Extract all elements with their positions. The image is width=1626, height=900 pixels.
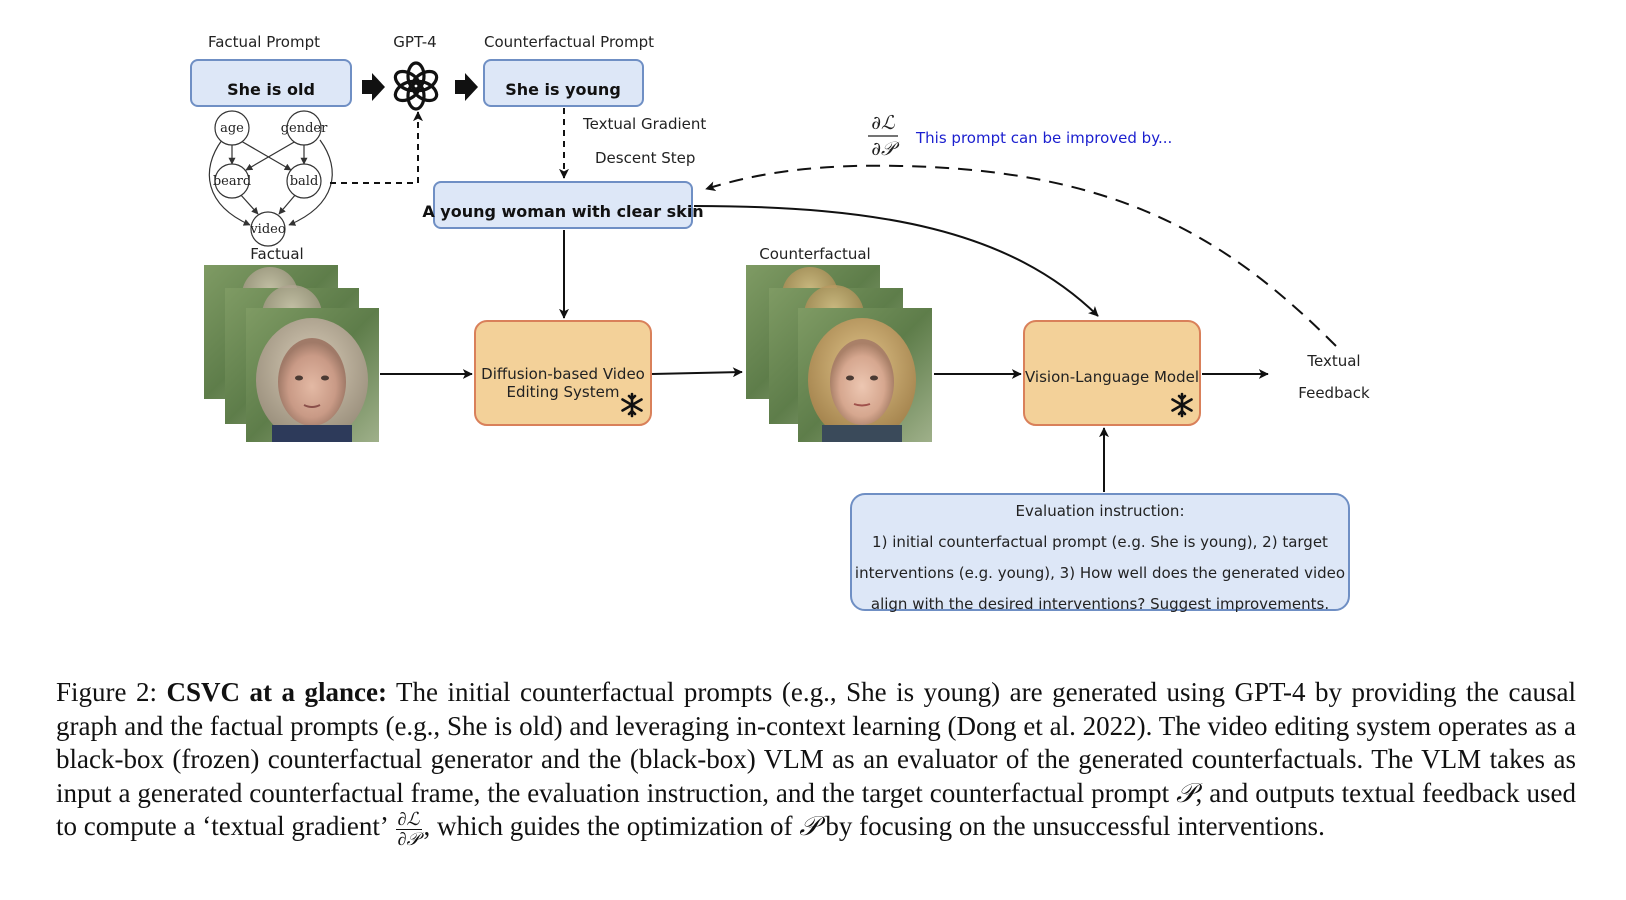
gpt-label: GPT-4 bbox=[393, 33, 436, 51]
caption-symbol-p: 𝒫 bbox=[799, 811, 819, 842]
vlm-label: Vision-Language Model bbox=[1025, 368, 1199, 386]
right-arrow-icon bbox=[455, 73, 478, 101]
editor-to-counterfactual-arrow bbox=[651, 367, 743, 378]
figure-caption: Figure 2: CSVC at a glance: The initial … bbox=[56, 676, 1576, 849]
counterfactual-prompt-title: Counterfactual Prompt bbox=[484, 33, 654, 51]
refined-prompt-text: A young woman with clear skin bbox=[422, 202, 703, 221]
graph-node-age bbox=[214, 110, 250, 146]
caption-gradient-fraction: ∂ℒ∂𝒫 bbox=[395, 810, 422, 849]
evaluation-line2: interventions (e.g. young), 3) How well … bbox=[855, 564, 1345, 582]
feedback-label-line2: Feedback bbox=[1298, 384, 1370, 402]
counterfactual-video-frames bbox=[746, 265, 932, 442]
vision-language-model-box bbox=[1023, 320, 1201, 426]
caption-text-part4: by focusing on the unsuccessful interven… bbox=[825, 811, 1325, 842]
factual-label: Factual bbox=[250, 245, 303, 263]
video-editing-system-box bbox=[474, 320, 652, 426]
textual-gradient-label: Textual Gradient bbox=[582, 115, 706, 133]
graph-node-bald bbox=[286, 163, 322, 199]
caption-text-part3: , which guides the optimization of bbox=[423, 811, 793, 842]
factual-prompt-title: Factual Prompt bbox=[208, 33, 320, 51]
caption-symbol-p: 𝒫 bbox=[1176, 777, 1196, 808]
editing-system-label-line2: Editing System bbox=[507, 383, 620, 401]
refined-prompt-box bbox=[433, 181, 693, 229]
counterfactual-prompt-text: She is young bbox=[505, 80, 621, 99]
counterfactual-label: Counterfactual bbox=[759, 245, 870, 263]
graph-to-gpt-arrow bbox=[330, 111, 423, 184]
causal-graph: age gender beard bald video bbox=[208, 110, 333, 247]
snowflake-icon bbox=[621, 392, 643, 418]
evaluation-line1: 1) initial counterfactual prompt (e.g. S… bbox=[872, 533, 1328, 551]
feedback-label-line1: Textual bbox=[1306, 352, 1360, 370]
factual-prompt-box bbox=[190, 59, 352, 107]
snowflake-icon bbox=[1171, 392, 1193, 418]
graph-node-label: gender bbox=[281, 121, 328, 136]
descent-step-label: Descent Step bbox=[595, 149, 695, 167]
openai-logo-icon bbox=[393, 61, 439, 111]
graph-node-beard bbox=[214, 163, 250, 199]
editing-system-label-line1: Diffusion-based Video bbox=[481, 365, 645, 383]
feedback-loop-arrow bbox=[705, 164, 1337, 347]
factual-video-frames bbox=[204, 265, 379, 442]
graph-node-label: video bbox=[249, 222, 286, 237]
evaluation-title: Evaluation instruction: bbox=[1016, 502, 1185, 520]
graph-node-label: beard bbox=[213, 174, 251, 189]
gradient-symbol-numerator: ∂ℒ bbox=[871, 112, 896, 134]
graph-node-video bbox=[250, 211, 286, 247]
graph-node-label: bald bbox=[290, 174, 319, 189]
caption-frac-numerator: ∂ℒ bbox=[395, 810, 422, 830]
caption-text-part1: The initial counterfactual prompts (e.g.… bbox=[56, 677, 1576, 808]
factual-prompt-text: She is old bbox=[227, 80, 315, 99]
graph-node-gender bbox=[286, 110, 322, 146]
evaluation-line3: align with the desired interventions? Su… bbox=[871, 595, 1329, 613]
evaluation-instruction-box bbox=[850, 493, 1350, 611]
figure-label: Figure 2: bbox=[56, 677, 157, 707]
gradient-message: This prompt can be improved by... bbox=[915, 129, 1172, 147]
caption-text-part2: , and outputs textual feedback used to c… bbox=[56, 777, 1576, 842]
graph-node-label: age bbox=[220, 121, 244, 136]
counterfactual-prompt-box bbox=[483, 59, 644, 107]
csvc-pipeline-diagram: Factual Prompt She is old GPT-4 Counterf… bbox=[190, 33, 1370, 613]
right-arrow-icon bbox=[362, 73, 385, 101]
gradient-symbol-denominator: ∂𝒫 bbox=[871, 138, 900, 160]
caption-frac-denominator: ∂𝒫 bbox=[397, 829, 420, 849]
prompt-to-vlm-arrow bbox=[693, 205, 1099, 317]
caption-bold-title: CSVC at a glance: bbox=[166, 677, 387, 707]
